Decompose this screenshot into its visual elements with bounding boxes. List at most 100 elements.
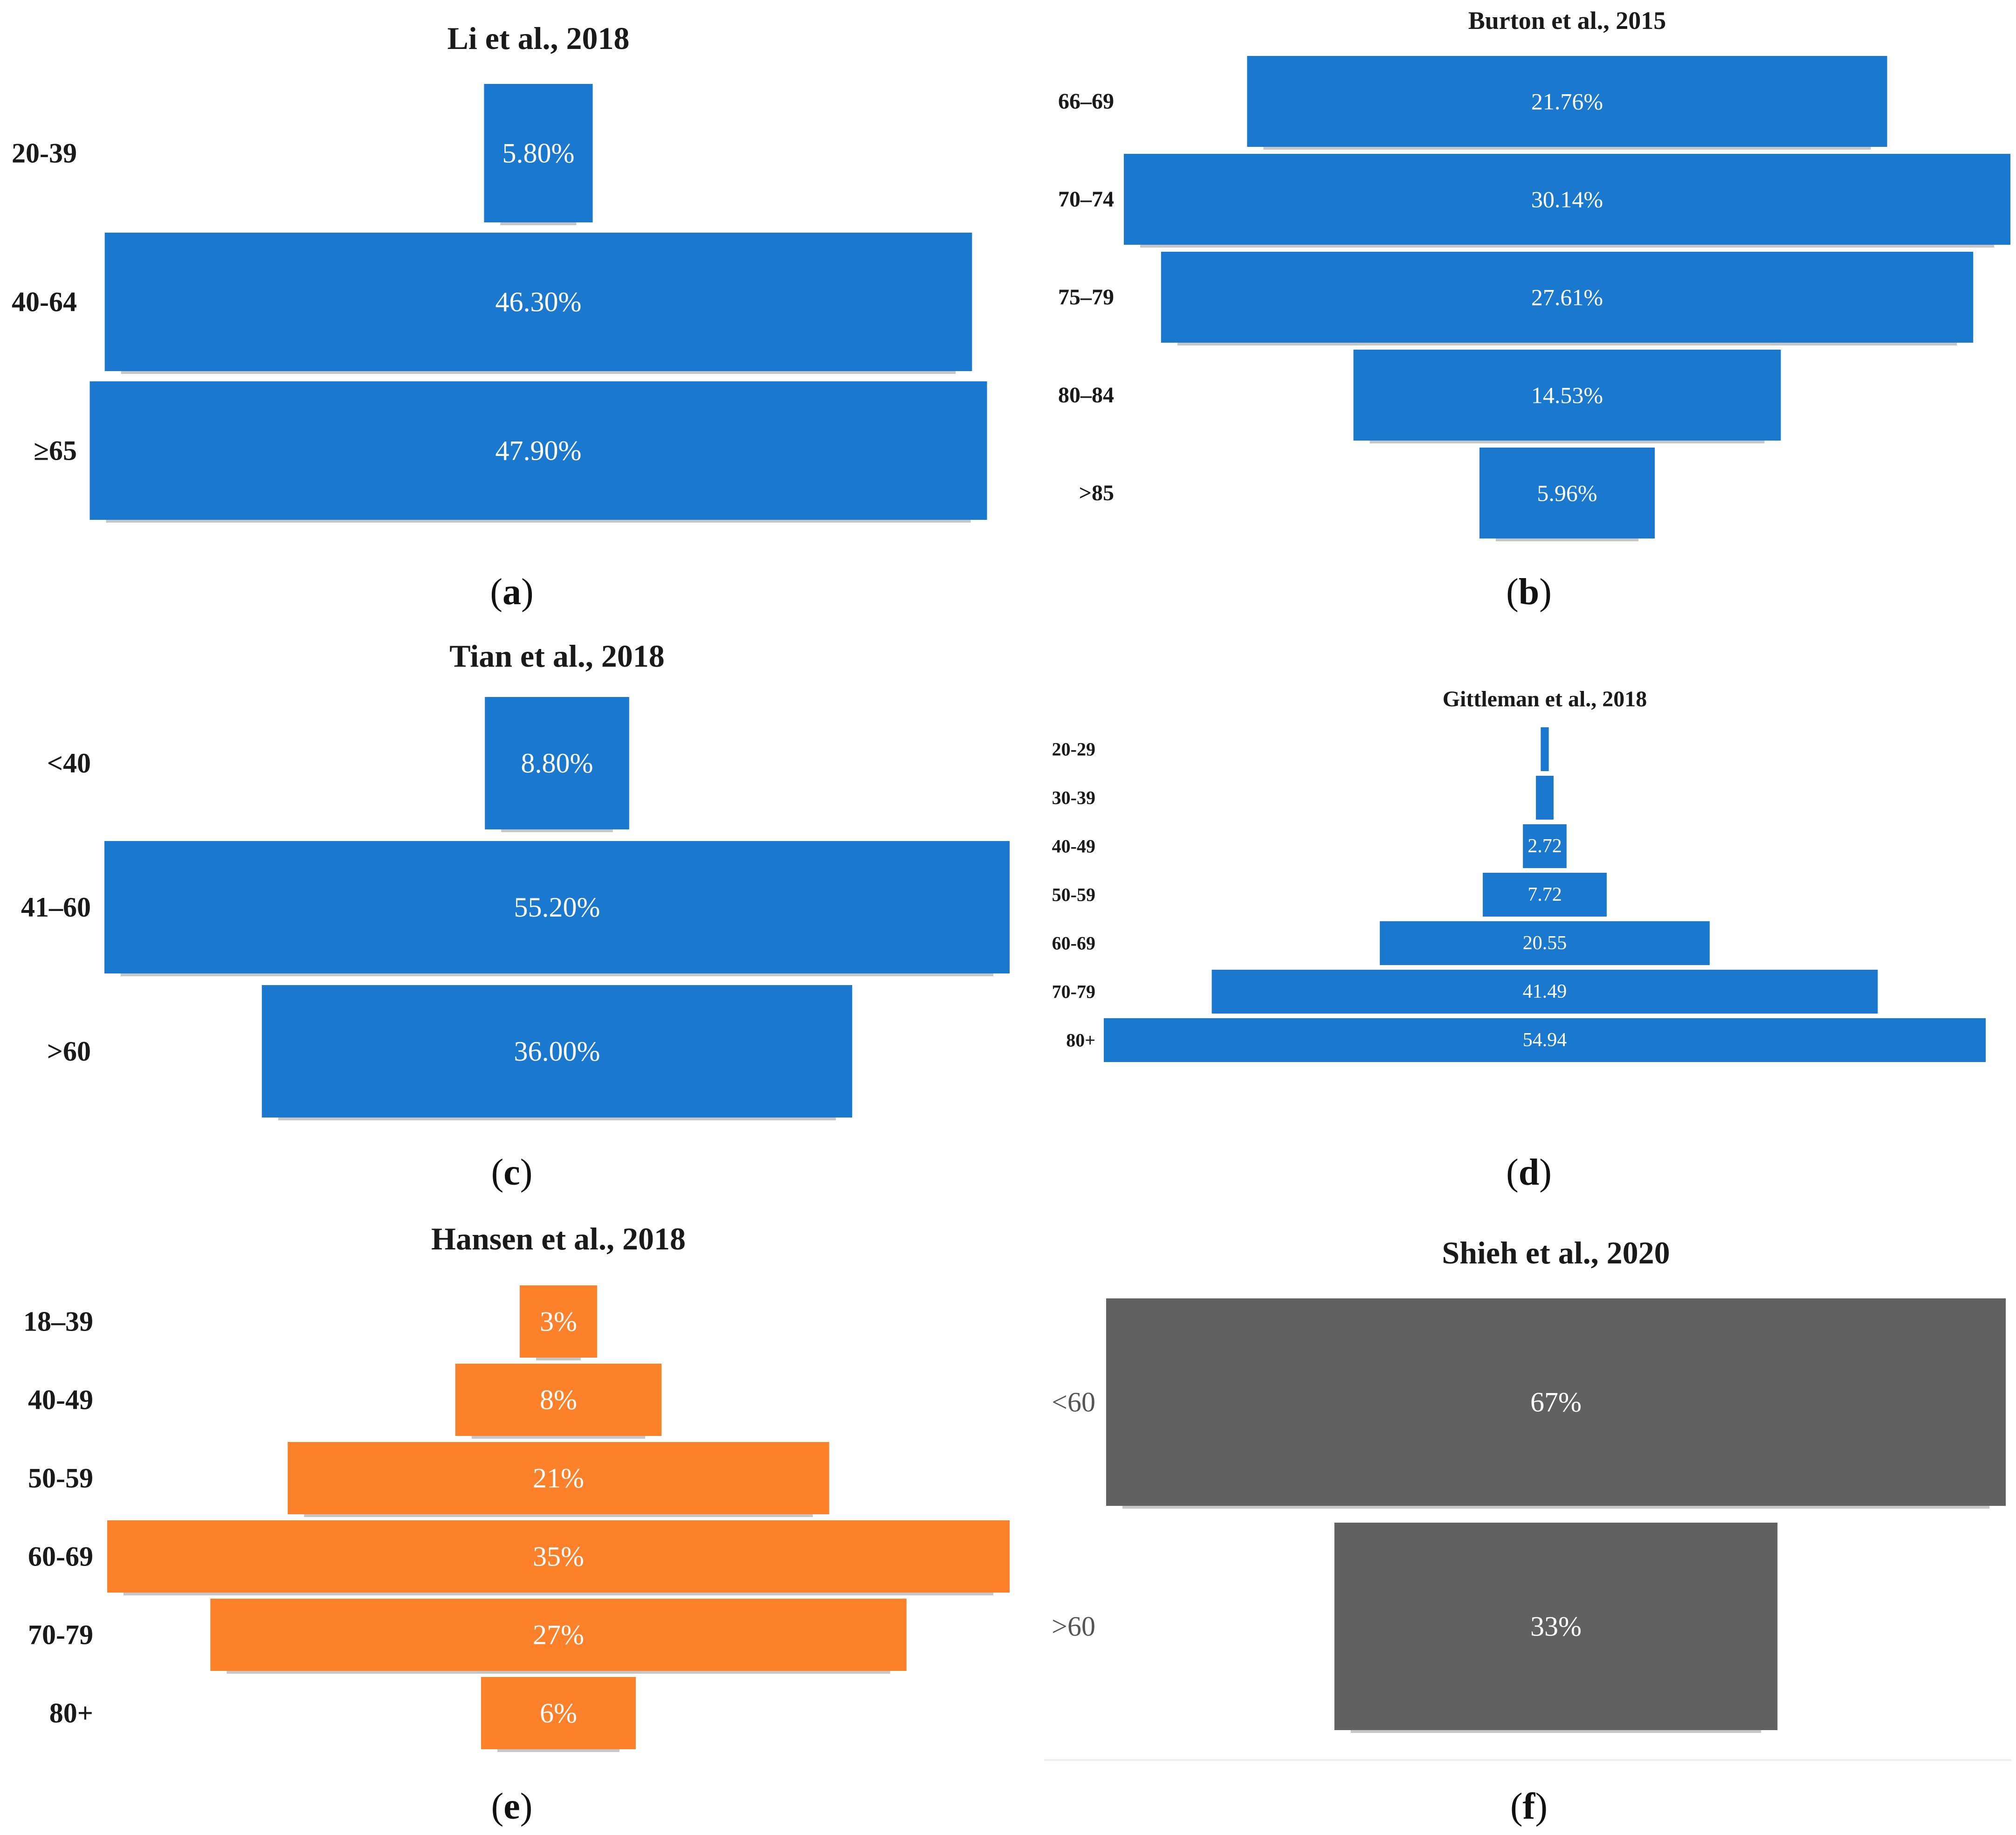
funnel-chart-d: Gittleman et al., 2018 20-29 30-39 40-49 2.7… <box>1052 687 1986 1062</box>
funnel-bar <box>1211 970 1878 1014</box>
data-label: 7.72 <box>1527 884 1562 905</box>
chart-panel-a: Li et al., 2018 20-39 5.80% 40-64 46.30% ≥65 4… <box>0 0 1002 536</box>
funnel-bar <box>1479 448 1655 538</box>
category-label: 66–69 <box>1058 89 1114 114</box>
caption-b: (b) <box>1506 572 1552 613</box>
data-label: 8.80% <box>521 748 593 779</box>
funnel-bar <box>1104 1018 1986 1062</box>
chart-title: Burton et al., 2015 <box>1468 7 1666 34</box>
chart-panel-d: Gittleman et al., 2018 20-29 30-39 40-49 2.7… <box>1007 687 2016 1086</box>
caption-e: (e) <box>491 1786 533 1827</box>
funnel-bar <box>1124 154 2010 245</box>
funnel-bar <box>1247 56 1887 147</box>
category-label: 75–79 <box>1058 285 1114 310</box>
category-label: 60-69 <box>1052 933 1095 954</box>
category-label: 20-29 <box>1052 739 1095 760</box>
caption-f: (f) <box>1510 1786 1548 1827</box>
data-label: 55.20% <box>514 892 600 923</box>
funnel-bar <box>1106 1298 2006 1506</box>
data-label: 27% <box>533 1620 584 1650</box>
funnel-bar <box>484 84 593 222</box>
caption-a: (a) <box>490 572 534 613</box>
data-label: 21.76% <box>1531 89 1603 115</box>
data-label: 36.00% <box>514 1036 600 1067</box>
category-label: 40-64 <box>12 287 77 317</box>
category-label: >60 <box>47 1036 91 1067</box>
category-label: 60-69 <box>28 1541 93 1572</box>
funnel-bar <box>520 1285 597 1358</box>
chart-panel-c: Tian et al., 2018 <40 8.80% 41–60 55.20% >60 3… <box>0 620 1021 1147</box>
category-label: 30-39 <box>1052 787 1095 808</box>
category-label: 50-59 <box>1052 884 1095 905</box>
data-label: 35% <box>533 1541 584 1572</box>
category-label: <40 <box>47 748 91 779</box>
funnel-chart-f: Shieh et al., 2020 <60 67% >60 33% <box>1044 1235 2011 1761</box>
data-label: 6% <box>540 1698 577 1729</box>
chart-title: Gittleman et al., 2018 <box>1443 687 1647 711</box>
data-label: 2.72 <box>1527 835 1562 857</box>
funnel-chart-a: Li et al., 2018 20-39 5.80% 40-64 46.30% ≥65 4… <box>12 21 987 523</box>
funnel-bar <box>1536 776 1554 820</box>
funnel-bar <box>104 841 1010 973</box>
funnel-bar <box>1541 727 1549 771</box>
category-label: >60 <box>1052 1611 1095 1642</box>
category-label: 40-49 <box>28 1385 93 1415</box>
funnel-bar <box>1161 252 1974 343</box>
funnel-chart-b: Burton et al., 2015 66–69 21.76% 70–74 30.14… <box>1058 7 2010 541</box>
chart-panel-f: Shieh et al., 2020 <60 67% >60 33% <box>1007 1226 2016 1762</box>
funnel-bar <box>481 1677 636 1749</box>
data-label: 14.53% <box>1531 382 1603 408</box>
funnel-bar <box>1334 1523 1778 1730</box>
chart-title: Li et al., 2018 <box>447 21 630 56</box>
category-label: 80+ <box>49 1698 93 1729</box>
chart-title: Hansen et al., 2018 <box>431 1221 686 1256</box>
category-label: 40-49 <box>1052 836 1095 857</box>
category-label: 70–74 <box>1058 187 1114 212</box>
funnel-bar <box>104 233 972 371</box>
category-label: >85 <box>1079 481 1114 505</box>
category-label: 20-39 <box>12 138 77 169</box>
data-label: 20.55 <box>1523 932 1567 954</box>
data-label: 33% <box>1530 1611 1582 1642</box>
funnel-bar <box>1483 873 1607 917</box>
funnel-bar <box>261 985 853 1118</box>
funnel-chart-c: Tian et al., 2018 <40 8.80% 41–60 55.20% >60 3… <box>21 638 1010 1120</box>
data-label: 54.94 <box>1523 1029 1567 1051</box>
category-label: 80–84 <box>1058 383 1114 407</box>
caption-d: (d) <box>1506 1152 1552 1193</box>
category-label: <60 <box>1052 1387 1095 1418</box>
category-label: 80+ <box>1066 1030 1095 1051</box>
category-label: 41–60 <box>21 892 91 923</box>
funnel-bar <box>1353 350 1781 441</box>
data-label: 30.14% <box>1531 186 1603 213</box>
chart-title: Tian et al., 2018 <box>449 638 665 674</box>
caption-c: (c) <box>491 1152 533 1193</box>
chart-panel-b: Burton et al., 2015 66–69 21.76% 70–74 30.14… <box>1007 0 2016 559</box>
data-label: 5.80% <box>502 138 575 169</box>
data-label: 41.49 <box>1523 981 1567 1002</box>
funnel-bar <box>1523 824 1567 868</box>
funnel-bar <box>107 1520 1010 1593</box>
funnel-bar <box>455 1364 662 1436</box>
data-label: 3% <box>540 1306 577 1337</box>
category-label: 70-79 <box>1052 981 1095 1002</box>
funnel-bar <box>210 1599 907 1671</box>
funnel-bar <box>1380 921 1710 965</box>
funnel-bar <box>485 697 629 829</box>
chart-title: Shieh et al., 2020 <box>1442 1235 1670 1270</box>
category-label: 70-79 <box>28 1620 93 1650</box>
data-label: 8% <box>540 1385 577 1415</box>
category-label: 18–39 <box>23 1306 93 1337</box>
category-label: ≥65 <box>34 435 77 466</box>
data-label: 5.96% <box>1537 480 1597 506</box>
funnel-bar <box>288 1442 829 1514</box>
funnel-bar <box>89 381 987 520</box>
data-label: 27.61% <box>1531 284 1603 310</box>
data-label: 21% <box>533 1463 584 1494</box>
data-label: 47.90% <box>495 435 582 466</box>
data-label: 67% <box>1530 1387 1582 1418</box>
data-label: 46.30% <box>495 287 582 317</box>
